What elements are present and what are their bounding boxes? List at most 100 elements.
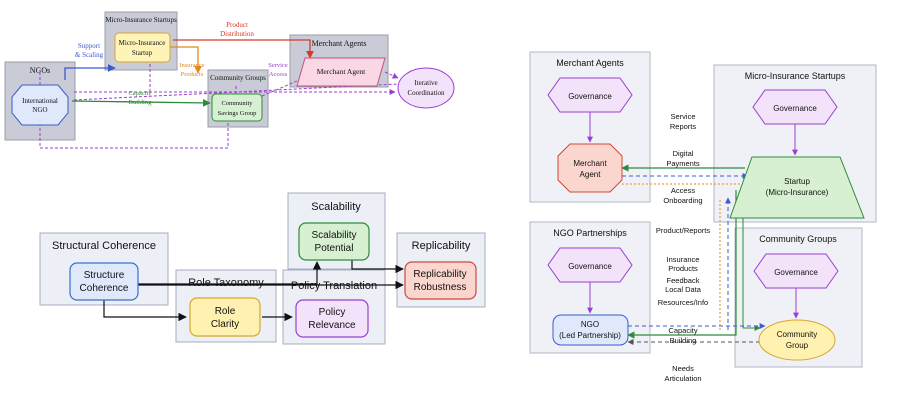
cluster-scalability-label: Scalability — [311, 201, 361, 213]
label-service-reports-1: Service — [670, 112, 695, 121]
node-community-group — [758, 319, 836, 361]
node-international-ngo — [11, 84, 69, 126]
cluster-policy-label: Policy Translation — [291, 280, 377, 292]
cluster-startups-label: Micro-Insurance Startups — [105, 16, 177, 24]
node-replicability-label-1: Replicability — [413, 269, 466, 280]
cluster-merchants-label: Merchant Agents — [312, 39, 367, 48]
node-governance-startup — [752, 89, 838, 125]
label-needs-articulation-1: Needs — [672, 364, 694, 373]
label-insurance-2: Products — [181, 71, 204, 78]
node-replicability-label-2: Robustness — [414, 282, 467, 293]
node-startup-label-1: Startup — [784, 177, 810, 186]
node-iterative-label-2: Coordination — [408, 89, 445, 97]
label-resources-info: Resources/Info — [658, 298, 708, 307]
label-support-1: Support — [78, 42, 100, 50]
node-iterative-label-1: Iterative — [414, 79, 437, 87]
edge-structure-role — [103, 299, 187, 322]
label-insurance-products-1: Insurance — [667, 255, 700, 264]
label-insurance-products-2: Products — [668, 264, 698, 273]
node-scalability-potential — [298, 222, 370, 261]
node-governance-ngo — [547, 247, 633, 283]
cluster-merchant-label: Merchant Agents — [556, 58, 624, 68]
label-product-1: Product — [226, 21, 248, 29]
node-merchant-agent — [296, 57, 386, 87]
label-access-onboarding-2: Onboarding — [663, 196, 702, 205]
label-product-2: Distribution — [220, 30, 254, 38]
node-governance-community-label: Governance — [774, 268, 818, 277]
right-diagram: Merchant Agents Micro-Insurance Startups… — [529, 51, 877, 383]
node-merchant-agent-label: Merchant Agent — [317, 67, 366, 76]
cluster-replicability-label: Replicability — [412, 240, 471, 252]
label-capacity-2: Building — [129, 99, 153, 106]
label-service-1: Service — [268, 62, 288, 69]
label-digital-payments-2: Payments — [666, 159, 700, 168]
node-structure-label-2: Coherence — [80, 283, 129, 294]
node-structure-coherence — [69, 262, 139, 301]
node-startup-micro-insurance — [729, 156, 865, 219]
node-community-group-label-2: Group — [786, 341, 809, 350]
label-service-reports-2: Reports — [670, 122, 697, 131]
top-left-diagram: NGOs Micro-Insurance Startups Community … — [4, 11, 455, 149]
node-scalability-label-2: Potential — [315, 243, 354, 254]
bottom-left-diagram: Structural Coherence Role Taxonomy Polic… — [39, 192, 486, 345]
label-service-2: Access — [269, 71, 288, 78]
cluster-structural-label: Structural Coherence — [52, 240, 156, 252]
node-policy-relevance — [295, 299, 369, 338]
node-startup-label-2: Startup — [132, 49, 153, 57]
node-ngo-label-1: NGO — [581, 320, 599, 329]
node-scalability-label-1: Scalability — [311, 230, 356, 241]
node-international-ngo-label-2: NGO — [32, 106, 47, 114]
label-feedback-2: Local Data — [665, 285, 702, 294]
edge-product-distribution — [173, 39, 314, 59]
node-community-savings-group — [211, 93, 263, 122]
node-international-ngo-label-1: International — [22, 97, 58, 105]
node-startup-label-1: Micro-Insurance — [119, 39, 166, 47]
node-ngo-led-partnership — [552, 314, 629, 346]
node-policy-label-1: Policy — [319, 307, 346, 318]
node-ngo-label-2: (Led Partnership) — [559, 331, 621, 340]
cluster-role-label: Role Taxonomy — [188, 277, 264, 289]
cluster-startups-label: Micro-Insurance Startups — [745, 71, 846, 81]
node-governance-community — [753, 253, 839, 289]
label-needs-articulation-2: Articulation — [664, 374, 701, 383]
node-merchant-agent — [557, 143, 623, 193]
node-governance-startup-label: Governance — [773, 104, 817, 113]
cluster-community-label: Community Groups — [759, 234, 837, 244]
node-governance-ngo-label: Governance — [568, 262, 612, 271]
node-startup-label-2: (Micro-Insurance) — [766, 188, 829, 197]
edge-startup-community — [742, 195, 761, 331]
edge-capacity-building — [71, 98, 211, 107]
label-capacity-1: Capacity — [128, 90, 152, 97]
label-capacity-building-2: Building — [670, 336, 697, 345]
node-community-group-label-1: Community — [777, 330, 817, 339]
node-merchant-agent-label-1: Merchant — [573, 159, 607, 168]
edge-insurance-products — [170, 46, 202, 74]
edge-structure-scalability — [136, 261, 322, 285]
label-product-reports: Product/Reports — [656, 226, 710, 235]
node-iterative-coordination — [397, 67, 455, 109]
node-replicability-robustness — [404, 261, 477, 300]
node-role-label-2: Clarity — [211, 319, 239, 330]
cluster-community-label: Community Groups — [210, 74, 266, 82]
label-feedback-1: Feedback — [667, 276, 700, 285]
label-digital-payments-1: Digital — [673, 149, 694, 158]
label-insurance-1: Insurance — [179, 62, 204, 69]
label-access-onboarding-1: Access — [671, 186, 695, 195]
label-support-2: & Scaling — [75, 51, 104, 59]
node-savings-label-1: Community — [221, 100, 253, 107]
node-policy-label-2: Relevance — [308, 320, 356, 331]
edge-ngo-community-dashed — [39, 108, 229, 149]
node-role-clarity — [189, 297, 261, 337]
edge-support-scaling — [64, 64, 116, 80]
node-savings-label-2: Savings Group — [218, 110, 257, 117]
node-structure-label-1: Structure — [84, 270, 125, 281]
edge-scalability-replicability — [351, 260, 404, 274]
edge-merchant-iterative — [384, 71, 399, 79]
cluster-ngo-label: NGO Partnerships — [553, 228, 627, 238]
label-capacity-building-1: Capacity — [668, 326, 697, 335]
edge-insurance-products — [627, 190, 737, 339]
node-merchant-agent-label-2: Agent — [580, 170, 602, 179]
node-role-label-1: Role — [215, 306, 236, 317]
